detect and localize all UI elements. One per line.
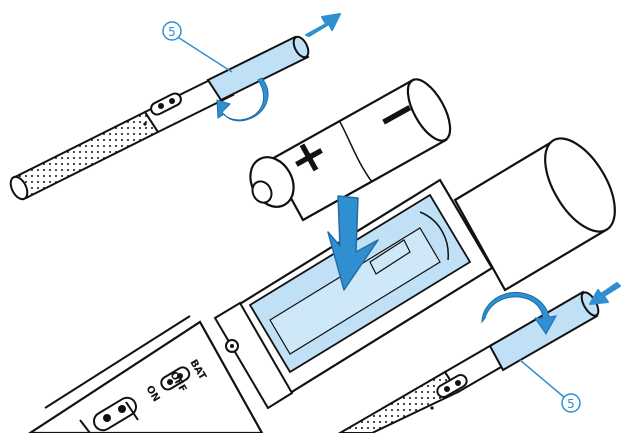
- callout-number-bottom: 5: [567, 397, 575, 411]
- battery-cover-top: [208, 37, 308, 100]
- rotate-icon: [482, 292, 556, 334]
- callout-leader-top: [176, 36, 232, 72]
- arrow-right-icon: [306, 14, 340, 36]
- callout-leader-bottom: [520, 360, 565, 398]
- arrow-left-icon: [590, 283, 620, 304]
- callout-number-top: 5: [168, 25, 176, 39]
